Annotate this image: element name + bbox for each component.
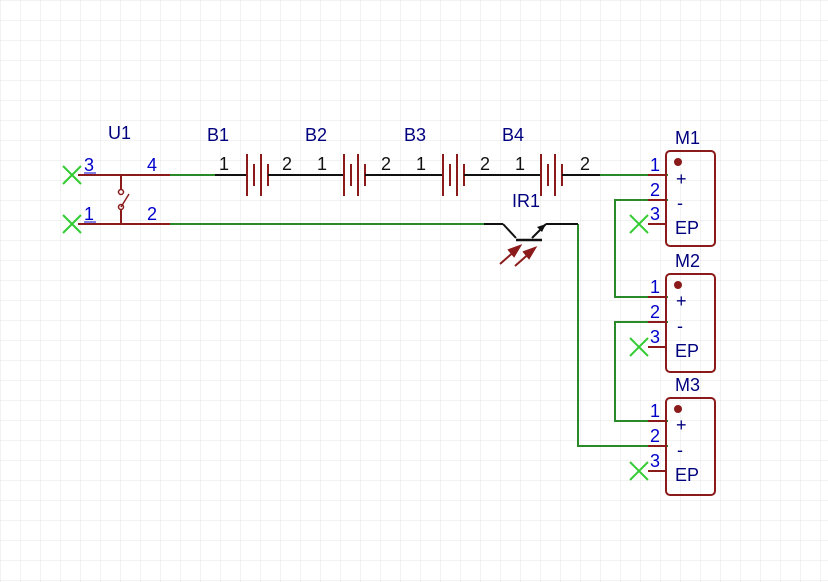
motor-plus-label: +: [676, 291, 687, 311]
noconnect-markers: [62, 165, 649, 481]
motor-pin-2: 2: [650, 302, 660, 322]
motor-minus-label: -: [677, 193, 683, 213]
battery-pin-left: 1: [416, 154, 426, 174]
motor-pin-3: 3: [650, 327, 660, 347]
motor-m1[interactable]: M1 1 2 3 + - EP: [648, 128, 716, 247]
battery-pin-left: 1: [219, 154, 229, 174]
motor-ep-label: EP: [675, 465, 699, 485]
battery-pin-left: 1: [317, 154, 327, 174]
wire-m2-to-m3: [614, 321, 668, 422]
wire-m1-to-m2: [614, 199, 668, 298]
motor-pin-2: 2: [650, 426, 660, 446]
motor-ref: M1: [675, 128, 700, 148]
noconnect-x-icon: [629, 461, 649, 481]
battery-b4[interactable]: B4 1 2: [500, 125, 600, 196]
switch-u1[interactable]: U1 3 4 1 2: [78, 123, 170, 225]
switch-pin-4: 4: [147, 155, 157, 175]
battery-b1[interactable]: B1 1 2: [207, 125, 302, 196]
phototransistor-ref: IR1: [512, 191, 540, 211]
battery-pin-left: 1: [515, 154, 525, 174]
noconnect-x-icon: [629, 337, 649, 357]
wire-ir1-to-m3: [577, 224, 668, 447]
switch-ref: U1: [108, 123, 131, 143]
switch-pin-2: 2: [147, 204, 157, 224]
motor-plus-label: +: [676, 169, 687, 189]
battery-b2[interactable]: B2 1 2: [302, 125, 401, 196]
motor-ref: M3: [675, 375, 700, 395]
phototransistor-ir1[interactable]: IR1: [484, 191, 578, 267]
motor-minus-label: -: [677, 440, 683, 460]
motor-pin-1: 1: [650, 155, 660, 175]
motor-m2[interactable]: M2 1 2 3 + - EP: [648, 251, 716, 373]
motor-ep-label: EP: [675, 341, 699, 361]
noconnect-x-icon: [62, 165, 82, 185]
motor-pin-3: 3: [650, 204, 660, 224]
motor-pin-1: 1: [650, 401, 660, 421]
battery-ref: B2: [305, 125, 327, 145]
battery-pin-right: 2: [282, 154, 292, 174]
switch-pin-1: 1: [84, 204, 94, 224]
motor-minus-label: -: [677, 316, 683, 336]
motor-pin-3: 3: [650, 451, 660, 471]
switch-pin-3: 3: [84, 155, 94, 175]
battery-ref: B1: [207, 125, 229, 145]
battery-ref: B3: [404, 125, 426, 145]
motor-ep-label: EP: [675, 218, 699, 238]
motor-plus-label: +: [676, 415, 687, 435]
light-arrows-icon: [499, 244, 538, 267]
battery-ref: B4: [502, 125, 524, 145]
motor-pin-2: 2: [650, 180, 660, 200]
battery-b3[interactable]: B3 1 2: [401, 125, 500, 196]
wires: [170, 174, 668, 447]
battery-pin-right: 2: [381, 154, 391, 174]
battery-pin-right: 2: [580, 154, 590, 174]
noconnect-x-icon: [62, 214, 82, 234]
noconnect-x-icon: [629, 214, 649, 234]
motor-m3[interactable]: M3 1 2 3 + - EP: [648, 375, 716, 496]
motor-ref: M2: [675, 251, 700, 271]
battery-pin-right: 2: [480, 154, 490, 174]
motor-pin-1: 1: [650, 277, 660, 297]
